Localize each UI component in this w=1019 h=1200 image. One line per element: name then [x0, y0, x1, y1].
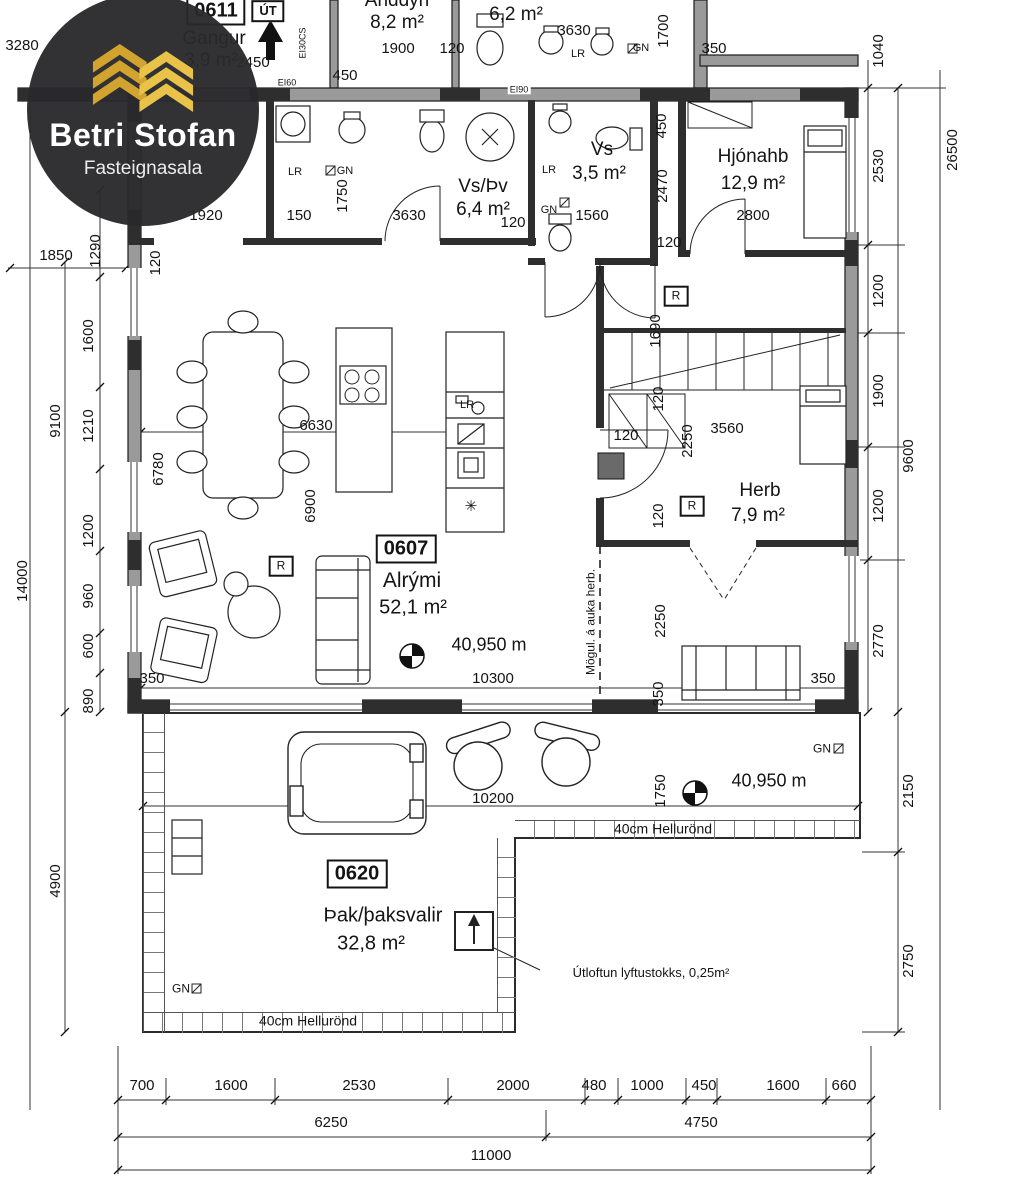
- agency-logo: Betri Stofan Fasteignasala: [27, 0, 259, 226]
- windows: [126, 118, 860, 715]
- vent-shaft: [597, 452, 625, 480]
- kitchen: [335, 327, 505, 533]
- toilet-icon: [419, 109, 445, 153]
- terrace: [142, 712, 861, 1033]
- bathroom-fixtures: [191, 43, 844, 994]
- sink-tap-icon: [455, 395, 469, 404]
- benchmark-symbol-main: [399, 643, 425, 669]
- dishwasher-icon: [457, 423, 485, 445]
- toilet-icon-2: [595, 126, 643, 151]
- basin-icon: [338, 111, 366, 144]
- dining-set: [176, 310, 310, 520]
- washer-icon: [275, 105, 311, 143]
- shower-icon: [465, 112, 515, 162]
- paving-band-right-lower: [497, 838, 516, 1012]
- lounge-chairs: [445, 721, 601, 791]
- basin-icon-2: [548, 103, 572, 134]
- logo-title: Betri Stofan: [49, 116, 237, 153]
- upper-unit: [258, 0, 859, 89]
- side-table: [171, 819, 203, 875]
- hot-tub: [287, 731, 427, 835]
- oven-icon: [457, 451, 485, 479]
- logo-chevrons-icon: [92, 43, 194, 112]
- paving-band-upper-right: [515, 820, 860, 839]
- paving-band-bottom: [143, 1012, 515, 1033]
- exit-arrow-icon: [258, 20, 283, 60]
- dimension-lines: [8, 60, 946, 1174]
- stove-icon: [344, 369, 380, 403]
- door-swings: [384, 185, 757, 700]
- floor-drain-icons: [191, 43, 844, 994]
- interior-walls: [128, 100, 858, 547]
- toilet-icon-3: [548, 213, 572, 252]
- logo-subtitle: Fasteignasala: [83, 157, 203, 179]
- beds: [681, 125, 847, 701]
- stairs: [604, 333, 846, 391]
- benchmark-symbol-terrace: [682, 780, 708, 806]
- closets: [608, 101, 753, 449]
- living-room: [148, 530, 371, 685]
- paving-band-left: [143, 713, 165, 1032]
